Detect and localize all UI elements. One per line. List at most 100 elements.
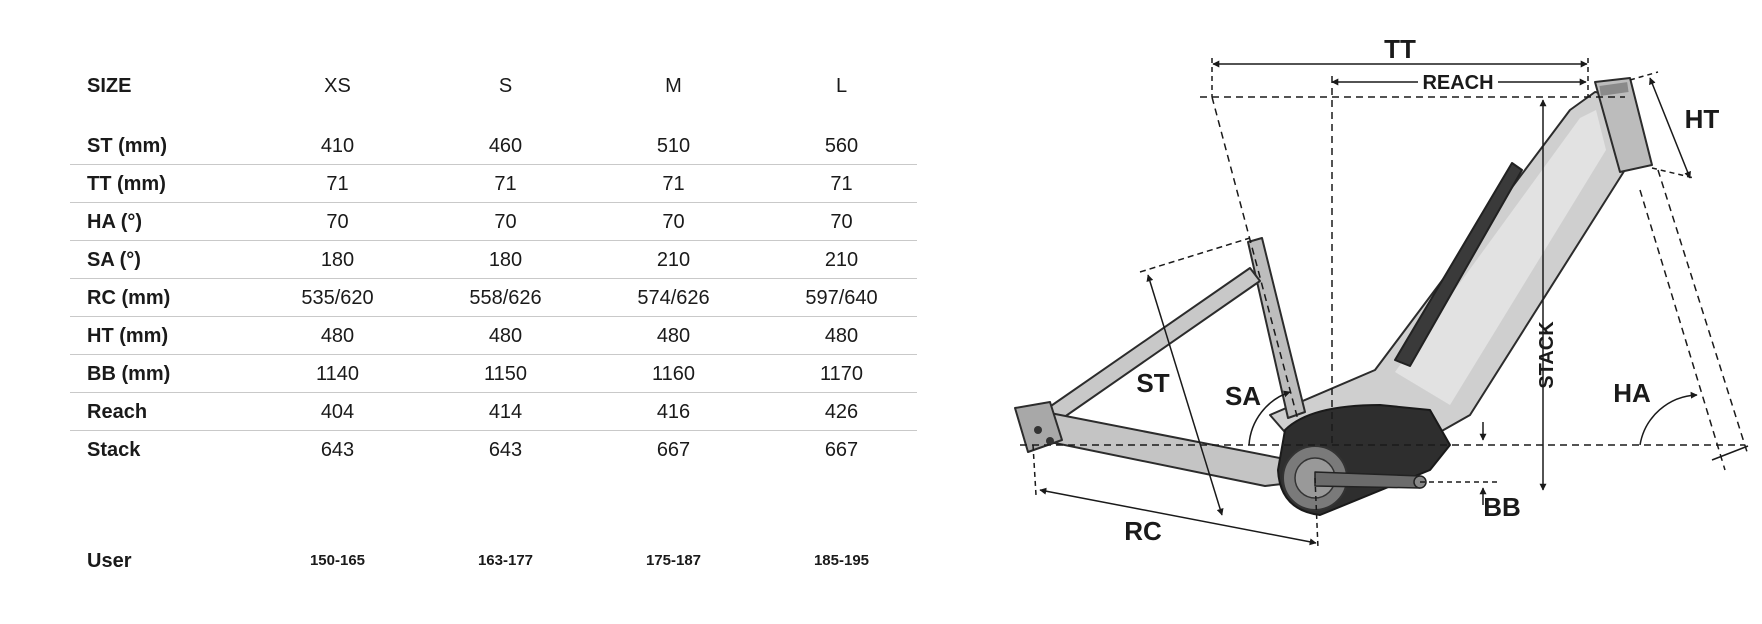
headset-cap [1599,82,1629,96]
row-label: RC (mm) [70,278,245,317]
chain-stay [1029,411,1301,487]
rc-dimension [1039,487,1317,546]
frame-geometry-diagram: TT REACH HT ST SA STACK HA RC BB [1014,34,1749,549]
row-label: SA (°) [70,240,245,279]
cell-value: 410 [245,127,413,165]
user-height-range: 175-187 [645,552,702,569]
cell-value: 210 [749,240,917,279]
cell-value: 71 [245,164,413,203]
row-label: BB (mm) [70,354,245,393]
cell-value: 70 [749,202,917,241]
cell-value: 574/626 [581,278,749,317]
row-stack: Stack 643 643 667 667 [70,431,917,469]
size-m: M [665,75,682,97]
cell-value: 480 [749,316,917,355]
cell-value: 667 [656,438,691,461]
cell-value: 180 [245,240,413,279]
cell-value: 535/620 [245,278,413,317]
cell-value: 1150 [413,354,581,393]
ha-label: HA [1613,378,1651,408]
sa-label: SA [1225,381,1261,411]
row-label: Stack [87,438,141,461]
cell-value: 597/640 [749,278,917,317]
row-user: User 150-165 163-177 175-187 185-195 [70,546,917,576]
geometry-table: SIZE XS S M L ST (mm) 410 460 510 560 TT… [70,70,917,576]
rc-extension [1314,477,1319,549]
spacer-row [70,468,917,546]
row-st: ST (mm) 410 460 510 560 [70,127,917,165]
ht-dimension [1649,77,1691,179]
sa-arc [1248,390,1291,446]
cell-value: 558/626 [413,278,581,317]
row-label: User [87,550,132,572]
row-bb: BB (mm) 1140 1150 1160 1170 [70,354,917,393]
cell-value: 180 [413,240,581,279]
size-s: S [498,75,513,97]
cell-value: 643 [488,438,523,461]
dropout-bolt [1034,426,1042,434]
cell-value: 1140 [245,354,413,393]
cell-value: 426 [749,392,917,431]
ha-axis-line [1639,189,1726,471]
row-label: ST (mm) [70,127,245,165]
cell-value: 71 [749,164,917,203]
st-extension [1211,96,1299,421]
user-height-range: 163-177 [477,552,534,569]
cell-value: 643 [320,438,355,461]
cell-value: 667 [824,438,859,461]
size-xs: XS [324,75,351,97]
cell-value: 1160 [581,354,749,393]
down-tube-highlight [1395,110,1606,405]
cell-value: 71 [413,164,581,203]
ht-extension [1651,167,1695,179]
rc-extension [1032,444,1037,496]
cell-value: 70 [581,202,749,241]
row-sa: SA (°) 180 180 210 210 [70,240,917,279]
cell-value: 460 [413,127,581,165]
cell-value: 414 [413,392,581,431]
row-reach: Reach 404 414 416 426 [70,392,917,431]
cell-value: 71 [581,164,749,203]
row-label: Reach [70,392,245,431]
cell-value: 510 [581,127,749,165]
st-dimension [1146,274,1224,516]
cell-value: 210 [581,240,749,279]
cell-value: 404 [245,392,413,431]
ha-arc [1639,391,1698,446]
cell-value: 560 [749,127,917,165]
bb-label: BB [1483,492,1521,522]
dimension-lines [1020,58,1749,549]
ht-extension [1629,71,1659,81]
size-header-label: SIZE [87,75,132,97]
cell-value: 70 [245,202,413,241]
spacer-row [70,102,917,127]
cell-value: 480 [413,316,581,355]
cell-value: 1170 [749,354,917,393]
ha-axis-tick [1711,445,1749,461]
tt-label: TT [1384,34,1416,64]
size-header-row: SIZE XS S M L [70,70,917,102]
row-label: TT (mm) [70,164,245,203]
rc-label: RC [1124,516,1162,546]
user-height-range: 150-165 [309,552,366,569]
cell-value: 416 [581,392,749,431]
stack-label: STACK [1536,321,1558,389]
row-label: HT (mm) [70,316,245,355]
ha-axis-line [1657,169,1749,456]
row-rc: RC (mm) 535/620 558/626 574/626 597/640 [70,278,917,317]
cell-value: 480 [581,316,749,355]
row-tt: TT (mm) 71 71 71 71 [70,164,917,203]
bike-frame [1014,77,1653,516]
size-l: L [835,75,848,97]
row-label: HA (°) [70,202,245,241]
cell-value: 70 [413,202,581,241]
st-extension [1139,237,1251,273]
st-label: ST [1136,368,1169,398]
user-height-range: 185-195 [813,552,870,569]
ht-label: HT [1685,104,1720,134]
row-ha: HA (°) 70 70 70 70 [70,202,917,241]
dropout-bolt [1046,437,1054,445]
reach-label: REACH [1422,72,1493,94]
battery [1394,162,1523,367]
row-ht: HT (mm) 480 480 480 480 [70,316,917,355]
